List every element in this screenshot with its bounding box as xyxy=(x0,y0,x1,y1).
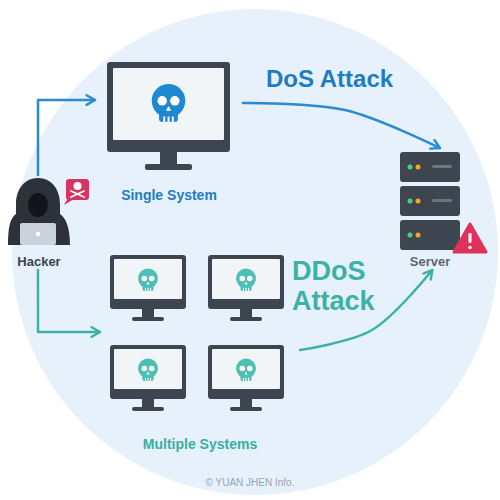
drive-slot xyxy=(432,199,452,202)
system-group: Multiple Systems xyxy=(100,252,300,452)
status-led xyxy=(416,233,421,238)
monitor-neck xyxy=(160,152,177,164)
small-monitor xyxy=(110,345,186,411)
attack-arrow xyxy=(38,270,100,332)
laptop-logo xyxy=(36,232,40,236)
server-unit xyxy=(400,220,460,250)
node-label: Hacker xyxy=(17,255,60,270)
attacker-node: Hacker xyxy=(5,175,73,270)
server-unit xyxy=(400,186,460,216)
badge-bone xyxy=(71,191,84,197)
status-led xyxy=(408,165,413,170)
warning-triangle xyxy=(454,224,486,252)
status-led xyxy=(416,165,421,170)
badge-bone xyxy=(71,191,84,197)
hacker-icon xyxy=(8,178,70,245)
server-icon xyxy=(400,152,460,250)
status-led xyxy=(408,233,413,238)
attack-arrow xyxy=(38,100,95,175)
attack-arrow xyxy=(243,103,440,148)
server-unit xyxy=(400,152,460,182)
status-led xyxy=(408,199,413,204)
warning-mark xyxy=(469,233,472,243)
monitor-screen xyxy=(113,68,224,140)
node-label: Server xyxy=(410,255,450,270)
badge-body xyxy=(66,179,89,200)
warning-sign xyxy=(454,224,486,252)
server-node: Server xyxy=(392,148,468,270)
skull-icon xyxy=(152,84,186,122)
hacker-laptop xyxy=(20,223,56,245)
small-monitor xyxy=(208,255,284,321)
hacker-hood xyxy=(8,178,70,245)
alert-badge xyxy=(64,179,89,205)
attack-label: DDoS Attack xyxy=(292,256,392,316)
status-led xyxy=(416,199,421,204)
hacker-face xyxy=(28,193,48,217)
drive-slot xyxy=(432,165,452,168)
node-label: Single System xyxy=(121,187,217,203)
single-monitor xyxy=(107,62,230,170)
warning-dot xyxy=(468,246,472,250)
monitor-base xyxy=(145,164,192,170)
attack-label: DoS Attack xyxy=(266,66,393,93)
background-circle xyxy=(12,9,498,495)
node-label: Multiple Systems xyxy=(143,436,257,452)
small-monitor xyxy=(110,255,186,321)
badge-skull xyxy=(74,182,82,190)
badge-tail xyxy=(64,198,74,205)
system-node: Single System xyxy=(95,58,243,203)
copyright-note: © YUAN JHEN Info. xyxy=(0,477,500,488)
monitor-bezel xyxy=(107,62,230,152)
small-monitor xyxy=(208,345,284,411)
